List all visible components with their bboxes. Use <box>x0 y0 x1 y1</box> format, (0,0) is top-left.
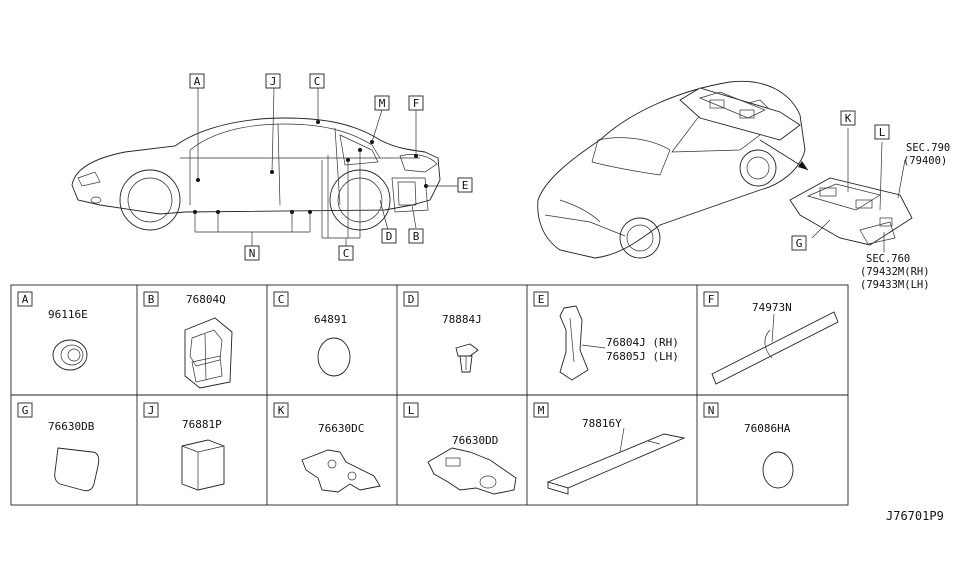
callout-letter: N <box>249 247 256 260</box>
part-cell-G: G 76630DB <box>17 402 100 492</box>
part-cell-B: B 76804Q <box>143 291 233 389</box>
part-letter: G <box>22 404 29 417</box>
part-cell-C: C 64891 <box>273 291 351 377</box>
callout-B-bottom: B <box>408 228 424 244</box>
part-cell-N: N 76086HA <box>703 402 794 489</box>
part-letter: F <box>708 293 715 306</box>
part-letter: B <box>148 293 155 306</box>
callout-C-bottom: C <box>338 245 354 261</box>
callout-D-bottom: D <box>381 228 397 244</box>
sheet-drawing <box>301 449 381 493</box>
part-letter: M <box>538 404 545 417</box>
callout-E-side: E <box>457 177 473 193</box>
bracket-pad-drawing <box>184 317 233 389</box>
callout-K-iso: K <box>840 110 856 126</box>
callout-C-top: C <box>309 73 325 89</box>
part-letter: E <box>538 293 545 306</box>
part-letter: N <box>708 404 715 417</box>
plug-drawing <box>317 337 351 377</box>
callout-L-iso: L <box>874 124 890 140</box>
callout-letter: M <box>379 97 386 110</box>
callout-letter: B <box>413 230 420 243</box>
sec-790-part: (79400) <box>903 155 947 167</box>
part-number: 78816Y <box>582 417 622 430</box>
sec-760-rh: (79432M(RH) <box>860 266 930 278</box>
coupe-perspective-view: K L G SEC.790 (79400) SEC.760 (79432M(RH… <box>537 80 950 291</box>
bracket-drawing <box>559 305 606 381</box>
part-cell-L: L 76630DD <box>403 402 517 495</box>
part-letter: D <box>408 293 415 306</box>
callout-letter: K <box>845 112 852 125</box>
part-cell-M: M 78816Y <box>533 402 686 495</box>
part-cell-D: D 78884J <box>403 291 482 373</box>
block-drawing <box>181 439 225 491</box>
part-letter: J <box>148 404 155 417</box>
callout-M-top: M <box>374 95 390 111</box>
part-letter: C <box>278 293 285 306</box>
foam-strip-drawing <box>546 427 686 495</box>
cap-drawing <box>762 451 794 489</box>
callout-letter: G <box>796 237 803 250</box>
part-letter: K <box>278 404 285 417</box>
part-cell-F: F 74973N <box>703 291 839 385</box>
sedan-side-view: A J C M F E N C <box>71 73 473 261</box>
callout-G-iso: G <box>791 235 807 251</box>
callout-A-top: A <box>189 73 205 89</box>
part-letter: L <box>408 404 415 417</box>
callout-letter: F <box>413 97 420 110</box>
pad-drawing <box>54 447 100 492</box>
part-number: 76804J (RH) <box>606 336 679 349</box>
part-number: 76881P <box>182 418 222 431</box>
part-cell-K: K 76630DC <box>273 402 381 493</box>
callout-letter: C <box>343 247 350 260</box>
part-number: 76804Q <box>186 293 226 306</box>
part-number: 76086HA <box>744 422 791 435</box>
callout-letter: C <box>314 75 321 88</box>
tape-strip-drawing <box>711 311 839 385</box>
callout-J-top: J <box>265 73 281 89</box>
sec-760-label: SEC.760 <box>866 253 910 265</box>
clip-drawing <box>455 343 479 373</box>
part-cell-E: E 76804J (RH) 76805J (LH) <box>533 291 679 381</box>
callout-F-top: F <box>408 95 424 111</box>
part-number: 76630DC <box>318 422 364 435</box>
part-letter: A <box>22 293 29 306</box>
sec-760-lh: (79433M(LH) <box>860 279 930 291</box>
callout-letter: E <box>462 179 469 192</box>
part-number: 96116E <box>48 308 88 321</box>
part-number: 76805J (LH) <box>606 350 679 363</box>
diagram-code: J76701P9 <box>886 509 944 523</box>
part-number: 76630DB <box>48 420 95 433</box>
callout-letter: A <box>194 75 201 88</box>
parts-grid: A 96116E B 76804Q C 64891 <box>10 284 849 506</box>
part-number: 74973N <box>752 301 792 314</box>
part-number: 64891 <box>314 313 347 326</box>
sheet-drawing <box>427 447 517 495</box>
callout-letter: D <box>386 230 393 243</box>
part-cell-A: A 96116E <box>17 291 88 371</box>
callout-N-bottom: N <box>244 245 260 261</box>
part-number: 78884J <box>442 313 482 326</box>
callout-letter: J <box>270 75 277 88</box>
sec-790-label: SEC.790 <box>906 142 950 154</box>
part-cell-J: J 76881P <box>143 402 225 491</box>
grommet-drawing <box>52 339 88 371</box>
part-number: 76630DD <box>452 434 498 447</box>
callout-letter: L <box>879 126 886 139</box>
